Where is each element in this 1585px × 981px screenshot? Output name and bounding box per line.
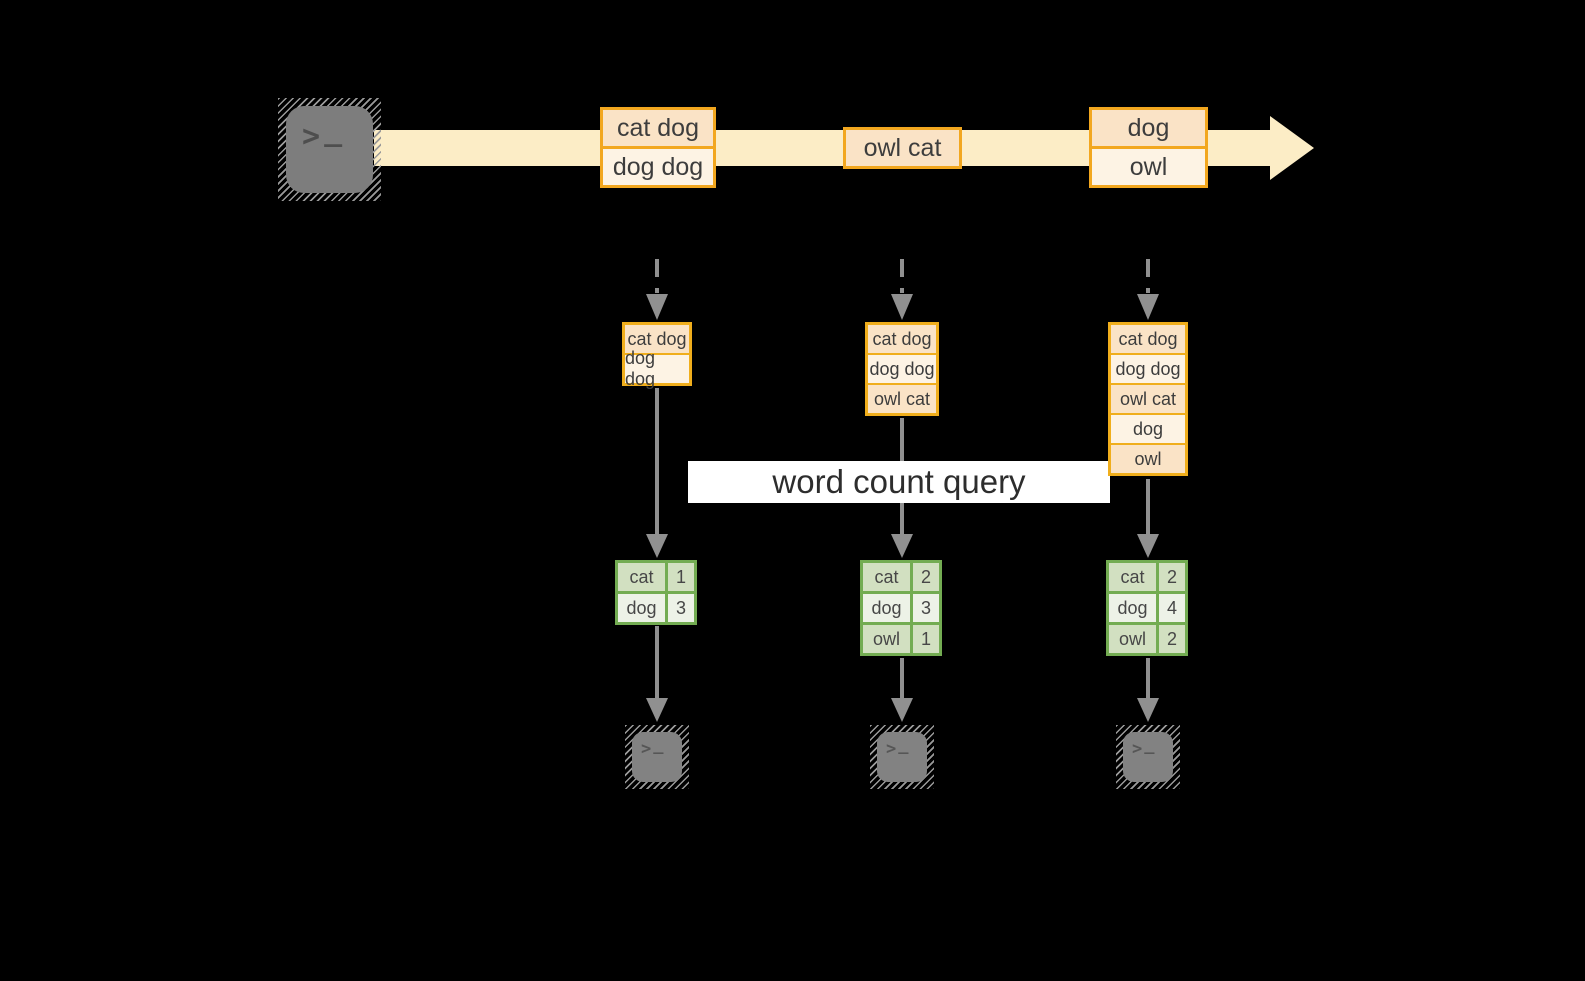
terminal-screen: > _: [632, 732, 682, 782]
state-row: dog dog: [1111, 353, 1185, 383]
count-word-cell: owl: [1109, 625, 1156, 653]
prompt-icon: >: [641, 739, 652, 759]
state-row: owl: [1111, 443, 1185, 473]
count-value-cell: 4: [1159, 594, 1185, 622]
count-value-cell: 1: [668, 563, 694, 591]
count-word-cell: dog: [863, 594, 910, 622]
cursor-icon: _: [1144, 735, 1155, 755]
count-value-cell: 3: [913, 594, 939, 622]
source-terminal-icon: > _: [278, 98, 381, 201]
stream-event-box-1: cat dog dog dog: [600, 107, 716, 188]
sink-terminal-icon-3: > _: [1116, 725, 1180, 789]
sink-terminal-icon-1: > _: [625, 725, 689, 789]
terminal-screen: > _: [1123, 732, 1173, 782]
event-line: dog: [1092, 110, 1205, 146]
count-word-cell: dog: [1109, 594, 1156, 622]
stream-event-box-2: owl cat: [843, 127, 962, 169]
count-word-cell: dog: [618, 594, 665, 622]
query-label: word count query: [688, 461, 1110, 503]
prompt-icon: >: [886, 739, 897, 759]
state-row: dog: [1111, 413, 1185, 443]
count-value-cell: 2: [913, 563, 939, 591]
state-stack-1: cat dog dog dog: [622, 322, 692, 389]
state-row: dog dog: [868, 353, 936, 383]
terminal-screen: > _: [286, 106, 373, 193]
cursor-icon: _: [898, 735, 909, 755]
terminal-screen: > _: [877, 732, 927, 782]
state-stack-3: cat dog dog dog owl cat dog owl: [1108, 322, 1188, 476]
state-row: cat dog: [625, 325, 689, 353]
state-stack-2: cat dog dog dog owl cat: [865, 322, 939, 416]
prompt-icon: >: [302, 119, 321, 154]
prompt-icon: >: [1132, 739, 1143, 759]
count-word-cell: owl: [863, 625, 910, 653]
state-row: dog dog: [625, 348, 689, 389]
event-line: owl: [1092, 146, 1205, 185]
count-value-cell: 3: [668, 594, 694, 622]
count-value-cell: 1: [913, 625, 939, 653]
state-row: owl cat: [1111, 383, 1185, 413]
count-value-cell: 2: [1159, 625, 1185, 653]
count-table-3: cat 2 dog 4 owl 2: [1106, 560, 1188, 656]
event-line: owl cat: [846, 130, 959, 166]
sink-terminal-icon-2: > _: [870, 725, 934, 789]
count-table-2: cat 2 dog 3 owl 1: [860, 560, 942, 656]
state-row: cat dog: [868, 325, 936, 353]
event-line: dog dog: [603, 146, 713, 185]
count-value-cell: 2: [1159, 563, 1185, 591]
state-row: owl cat: [868, 383, 936, 413]
stream-event-box-3: dog owl: [1089, 107, 1208, 188]
event-line: cat dog: [603, 110, 713, 146]
count-word-cell: cat: [1109, 563, 1156, 591]
state-row: cat dog: [1111, 325, 1185, 353]
cursor-icon: _: [653, 735, 664, 755]
count-word-cell: cat: [618, 563, 665, 591]
count-table-1: cat 1 dog 3: [615, 560, 697, 625]
stream-timeline-arrowhead: [1270, 116, 1314, 180]
cursor-icon: _: [324, 113, 343, 148]
count-word-cell: cat: [863, 563, 910, 591]
